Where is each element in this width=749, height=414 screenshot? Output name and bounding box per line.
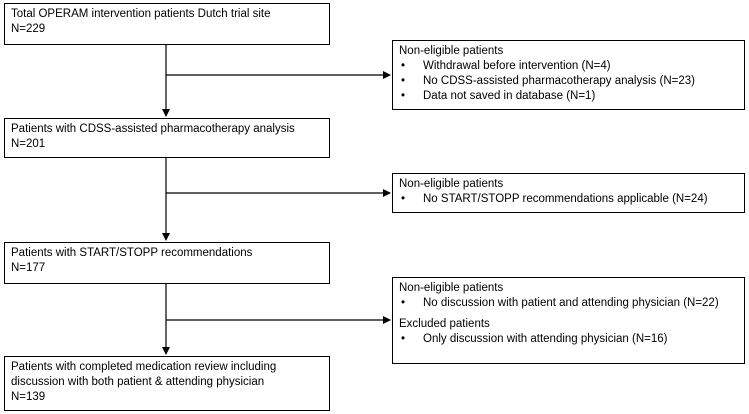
main-box-cdss: Patients with CDSS-assisted pharmacother… xyxy=(4,118,330,158)
main-box-total: Total OPERAM intervention patients Dutch… xyxy=(4,3,330,45)
main-box-cdss-title: Patients with CDSS-assisted pharmacother… xyxy=(11,123,295,135)
side-box-3-title-1: Non-eligible patients xyxy=(399,282,504,294)
side-box-1-list: •Withdrawal before intervention (N=4) •N… xyxy=(399,59,738,104)
side-box-3-list-2: •Only discussion with attending physicia… xyxy=(399,332,738,347)
main-box-startstopp: Patients with START/STOPP recommendation… xyxy=(4,242,330,284)
side-box-3-title-2: Excluded patients xyxy=(399,318,490,330)
main-box-startstopp-title: Patients with START/STOPP recommendation… xyxy=(11,247,253,259)
main-box-startstopp-count: N=177 xyxy=(11,262,46,274)
main-box-total-title: Total OPERAM intervention patients Dutch… xyxy=(11,8,271,20)
side-box-1: Non-eligible patients •Withdrawal before… xyxy=(392,40,745,110)
side-box-3-list-1: •No discussion with patient and attendin… xyxy=(399,296,738,311)
bullet-icon: • xyxy=(401,193,406,205)
main-box-completed-line2: discussion with both patient & attending… xyxy=(11,376,265,388)
main-box-completed: Patients with completed medication revie… xyxy=(4,356,330,411)
list-item: •Withdrawal before intervention (N=4) xyxy=(401,60,611,72)
bullet-icon: • xyxy=(401,60,406,72)
list-item: •No discussion with patient and attendin… xyxy=(401,297,719,309)
side-box-1-title: Non-eligible patients xyxy=(399,45,504,57)
main-box-completed-line1: Patients with completed medication revie… xyxy=(11,361,277,373)
main-box-cdss-count: N=201 xyxy=(11,138,46,150)
main-box-completed-count: N=139 xyxy=(11,391,46,403)
bullet-icon: • xyxy=(401,297,406,309)
main-box-total-count: N=229 xyxy=(11,23,46,35)
list-item: •Only discussion with attending physicia… xyxy=(401,333,668,345)
side-box-3: Non-eligible patients •No discussion wit… xyxy=(392,277,745,364)
side-box-2-title: Non-eligible patients xyxy=(399,178,504,190)
list-item: •No START/STOPP recommendations applicab… xyxy=(401,193,708,205)
bullet-icon: • xyxy=(401,333,406,345)
side-box-2-list: •No START/STOPP recommendations applicab… xyxy=(399,192,738,207)
bullet-icon: • xyxy=(401,90,406,102)
list-item: •No CDSS-assisted pharmacotherapy analys… xyxy=(401,75,695,87)
bullet-icon: • xyxy=(401,75,406,87)
list-item: •Data not saved in database (N=1) xyxy=(401,90,596,102)
side-box-2: Non-eligible patients •No START/STOPP re… xyxy=(392,173,745,213)
